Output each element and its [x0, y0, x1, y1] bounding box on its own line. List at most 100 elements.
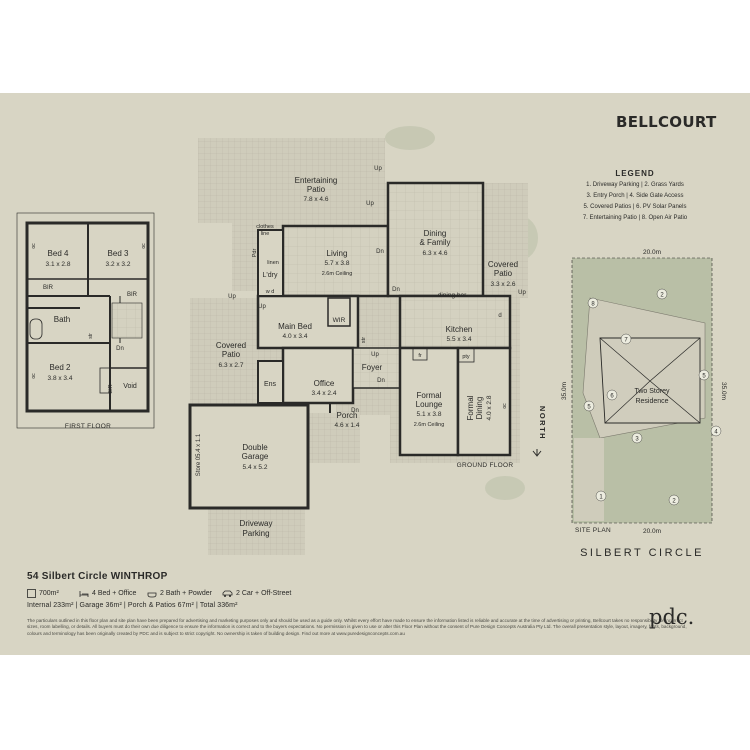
street-name: SILBERT CIRCLE [580, 547, 704, 559]
legend-line: 7. Entertaining Patio | 8. Open Air Pati… [582, 215, 688, 221]
legend-line: 1. Driveway Parking | 2. Grass Yards [586, 182, 684, 188]
garage-label-2: Garage [242, 452, 269, 461]
formal-dining-label: Formal [466, 395, 475, 420]
bir-label: BIR [43, 285, 54, 291]
legend-title: LEGEND [615, 169, 655, 178]
pdc-logo: pdc. [649, 605, 695, 629]
site-width-bottom: 20.0m [643, 528, 661, 535]
oc-label: oc [31, 373, 37, 379]
kitchen-label: Kitchen [446, 325, 473, 334]
dining-family-label: Dining [424, 229, 447, 238]
porch-label: Porch [337, 411, 358, 420]
clothes-line-label-2: line [261, 231, 270, 237]
legend-line: 3. Entry Porch | 4. Side Gate Access [586, 193, 684, 199]
site-depth-left: 35.0m [561, 382, 568, 400]
step-down-label: Dn [376, 249, 384, 255]
svg-text:3: 3 [635, 437, 639, 443]
svg-text:4: 4 [714, 430, 718, 436]
covered-patio-side-size: 6.3 x 2.7 [219, 362, 244, 369]
bir-label: BIR [127, 292, 138, 298]
dining-family-label-2: & Family [419, 238, 450, 247]
step-up-label: Up [371, 352, 379, 358]
stair-label: str [361, 337, 367, 343]
area-summary: Internal 233m² | Garage 36m² | Porch & P… [27, 602, 238, 609]
residence-label-2: Residence [635, 398, 668, 405]
bed3-size: 3.2 x 3.2 [106, 261, 131, 268]
land-icon [27, 589, 36, 598]
site-marker-5: 5 [583, 400, 595, 412]
bed2-size: 3.8 x 3.4 [48, 375, 73, 382]
svg-text:2: 2 [660, 293, 664, 299]
washer-dryer-label: w d [265, 289, 275, 295]
store-label: Store 05.4 x 1.1 [196, 433, 202, 476]
step-down-label: Dn [351, 408, 359, 414]
bed4-label: Bed 4 [48, 249, 69, 258]
north-arrow-icon [532, 449, 542, 457]
formal-lounge-size: 5.1 x 3.8 [417, 411, 442, 418]
step-up-label: Up [518, 290, 526, 296]
floor-plan-sheet: Bed 4 3.1 x 2.8 Bed 3 3.2 x 3.2 Bed 2 3.… [0, 93, 750, 655]
dishwasher-label: d [498, 313, 501, 319]
kitchen-size: 5.5 x 3.4 [447, 336, 472, 343]
stair-dn-label: Dn [116, 346, 124, 352]
site-marker-7: 7 [620, 333, 632, 345]
bath-icon [147, 592, 157, 598]
car-icon [222, 590, 233, 597]
step-down-label: Dn [392, 287, 400, 293]
bir-label: BIR [108, 384, 114, 393]
north-label: NORTH [538, 406, 547, 440]
bedrooms-count: 4 Bed + Office [92, 590, 137, 597]
site-marker-2: 2 [668, 494, 680, 506]
driveway-label-2: Parking [242, 529, 269, 538]
first-floor-label: FIRST FLOOR [65, 423, 111, 430]
site-width-top: 20.0m [643, 249, 661, 256]
legend-line: 5. Covered Patios | 6. PV Solar Panels [583, 204, 687, 210]
formal-lounge-ceiling: 2.6m Ceiling [414, 422, 445, 428]
oc-label: oc [141, 243, 147, 249]
svg-text:8: 8 [591, 302, 595, 308]
office-size: 3.4 x 2.4 [312, 390, 337, 397]
garage-label: Double [242, 443, 268, 452]
covered-patio-rear-label: Covered [488, 260, 518, 269]
foyer-label: Foyer [362, 363, 383, 372]
parking-count: 2 Car + Off-Street [236, 590, 292, 597]
land-size-feature: 700m² [27, 589, 59, 598]
site-marker-2: 2 [656, 288, 668, 300]
step-up-label: Up [258, 304, 266, 310]
formal-lounge-label: Formal [417, 391, 442, 400]
ground-floor-label: GROUND FLOOR [457, 462, 514, 469]
floor-plan-drawing: Bed 4 3.1 x 2.8 Bed 3 3.2 x 3.2 Bed 2 3.… [16, 126, 727, 555]
living-ceiling: 2.6m Ceiling [322, 271, 353, 277]
main-bed-size: 4.0 x 3.4 [283, 333, 308, 340]
oc-label: oc [31, 243, 37, 249]
svg-text:6: 6 [610, 394, 614, 400]
svg-text:7: 7 [624, 338, 628, 344]
svg-text:2: 2 [672, 499, 676, 505]
residence-label: Two Storey [634, 388, 670, 395]
entertaining-patio-label: Entertaining [295, 176, 338, 185]
bed2-label: Bed 2 [50, 363, 71, 372]
step-up-label: Up [228, 294, 236, 300]
site-plan-label: SITE PLAN [575, 527, 611, 534]
bedrooms-feature: 4 Bed + Office [79, 589, 136, 598]
stair-label: str [88, 333, 94, 339]
brand-logo: BELLCOURT [616, 113, 717, 131]
living-label: Living [327, 249, 348, 258]
site-marker-6: 6 [606, 389, 618, 401]
property-address: 54 Silbert Circle WINTHROP [27, 571, 168, 582]
formal-dining-size: 4.0 x 2.8 [486, 395, 493, 420]
dining-family-size: 6.3 x 4.6 [423, 250, 448, 257]
bath-label: Bath [54, 315, 70, 324]
ensuite-label: Ens [264, 381, 277, 388]
laundry-label: L'dry [263, 272, 278, 279]
garage-size: 5.4 x 5.2 [243, 464, 268, 471]
covered-patio-rear-label-2: Patio [494, 269, 513, 278]
covered-patio-side-label-2: Patio [222, 350, 241, 359]
ground-floor-plan: Entertaining Patio 7.8 x 4.6 Dining & Fa… [188, 138, 547, 555]
wir-label: WIR [333, 317, 346, 324]
entertaining-patio-label-2: Patio [307, 185, 326, 194]
main-bed-label: Main Bed [278, 322, 312, 331]
powder-label: Pdr [252, 249, 258, 258]
covered-patio-rear-size: 3.3 x 2.6 [491, 281, 516, 288]
site-marker-1: 1 [595, 490, 607, 502]
